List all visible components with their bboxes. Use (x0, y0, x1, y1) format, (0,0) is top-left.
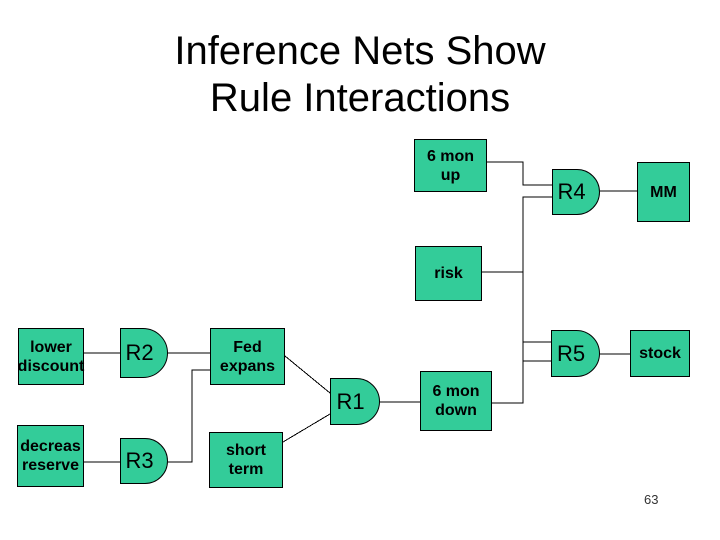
fact-box-mm: MM (637, 162, 690, 222)
connector-six-mon-up-to-r4 (487, 161, 552, 186)
rule-gate-r4: R4 (552, 169, 600, 215)
fact-box-six-mon-up: 6 mon up (414, 139, 487, 192)
connector-fed-expans-to-r1 (284, 355, 331, 394)
fact-box-short-term: short term (209, 432, 283, 488)
fact-box-lower-discount: lower discount (18, 328, 84, 385)
connector-short-term-to-r1 (282, 413, 331, 443)
rule-gate-r1: R1 (330, 378, 380, 425)
connector-r3-to-fed-expans (168, 369, 210, 463)
rule-gate-r5: R5 (551, 330, 600, 377)
fact-box-risk: risk (415, 246, 482, 301)
fact-box-decreas-reserve: decreas reserve (17, 425, 84, 487)
fact-box-fed-expans: Fed expans (210, 328, 285, 385)
fact-box-stock: stock (630, 330, 690, 377)
connector-trunk-r4-to-six-mon-down (492, 196, 552, 404)
rule-gate-r2: R2 (120, 328, 168, 378)
page-number: 63 (644, 492, 659, 507)
rule-gate-r3: R3 (120, 438, 168, 484)
slide-title: Inference Nets Show Rule Interactions (174, 29, 546, 120)
fact-box-six-mon-down: 6 mon down (420, 371, 492, 431)
